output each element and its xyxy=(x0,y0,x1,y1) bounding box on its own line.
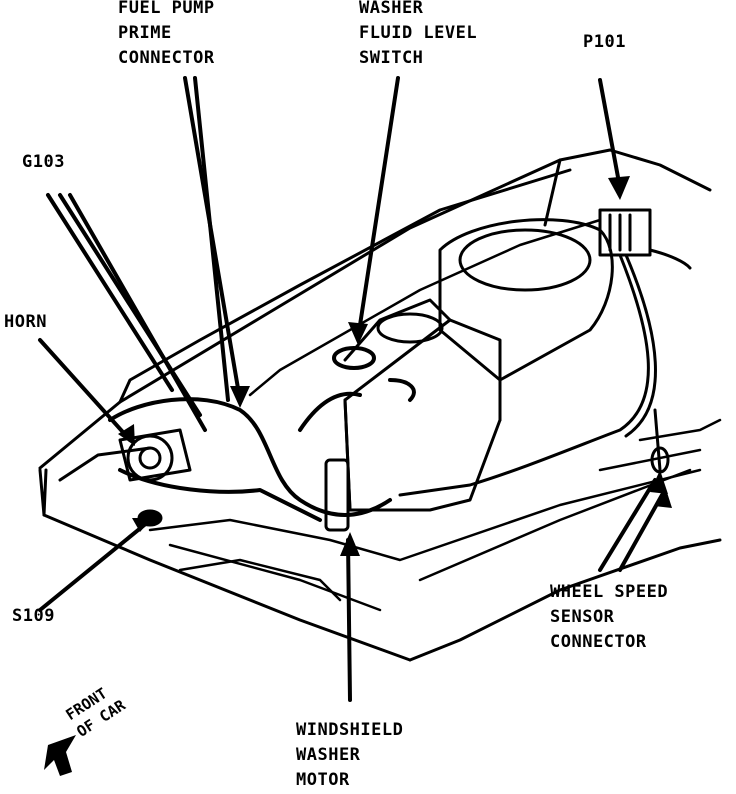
horn-assembly xyxy=(118,428,192,482)
fuel-pump-line-2: PRIME xyxy=(118,23,172,43)
washer-motor-line-3: MOTOR xyxy=(296,770,350,790)
washer-motor-line-2: WASHER xyxy=(296,745,361,765)
wheel-speed-line-3: CONNECTOR xyxy=(550,632,647,652)
washer-switch-line-2: FLUID LEVEL xyxy=(359,23,478,43)
washer-switch-line-3: SWITCH xyxy=(359,48,424,68)
front-arrow-icon xyxy=(44,735,76,776)
wheel-speed-sensor-connector-label: WHEEL SPEED SENSOR CONNECTOR xyxy=(550,580,668,655)
coolant-tank xyxy=(438,218,614,422)
washer-fluid-level-switch-label: WASHER FLUID LEVEL SWITCH xyxy=(359,0,477,71)
fender-outline xyxy=(38,148,722,662)
fuel-pump-line-1: FUEL PUMP xyxy=(118,0,215,18)
p101-label: P101 xyxy=(583,32,626,52)
g103-label: G103 xyxy=(22,152,65,172)
wheel-speed-line-1: WHEEL SPEED xyxy=(550,582,669,602)
washer-switch-line-1: WASHER xyxy=(359,0,424,18)
p101-connector xyxy=(398,208,692,497)
fuel-pump-prime-connector-label: FUEL PUMP PRIME CONNECTOR xyxy=(118,0,215,71)
windshield-washer-motor-label: WINDSHIELD WASHER MOTOR xyxy=(296,718,403,793)
wheel-speed-line-2: SENSOR xyxy=(550,607,615,627)
washer-motor xyxy=(324,458,350,532)
s109-label: S109 xyxy=(12,606,55,626)
wheel-speed-connector xyxy=(650,408,670,474)
leader-lines xyxy=(38,76,664,702)
fuel-pump-line-3: CONNECTOR xyxy=(118,48,215,68)
cowl-panel xyxy=(148,218,722,612)
washer-motor-line-1: WINDSHIELD xyxy=(296,720,404,740)
arrowheads xyxy=(118,176,672,556)
horn-label: HORN xyxy=(4,312,47,332)
